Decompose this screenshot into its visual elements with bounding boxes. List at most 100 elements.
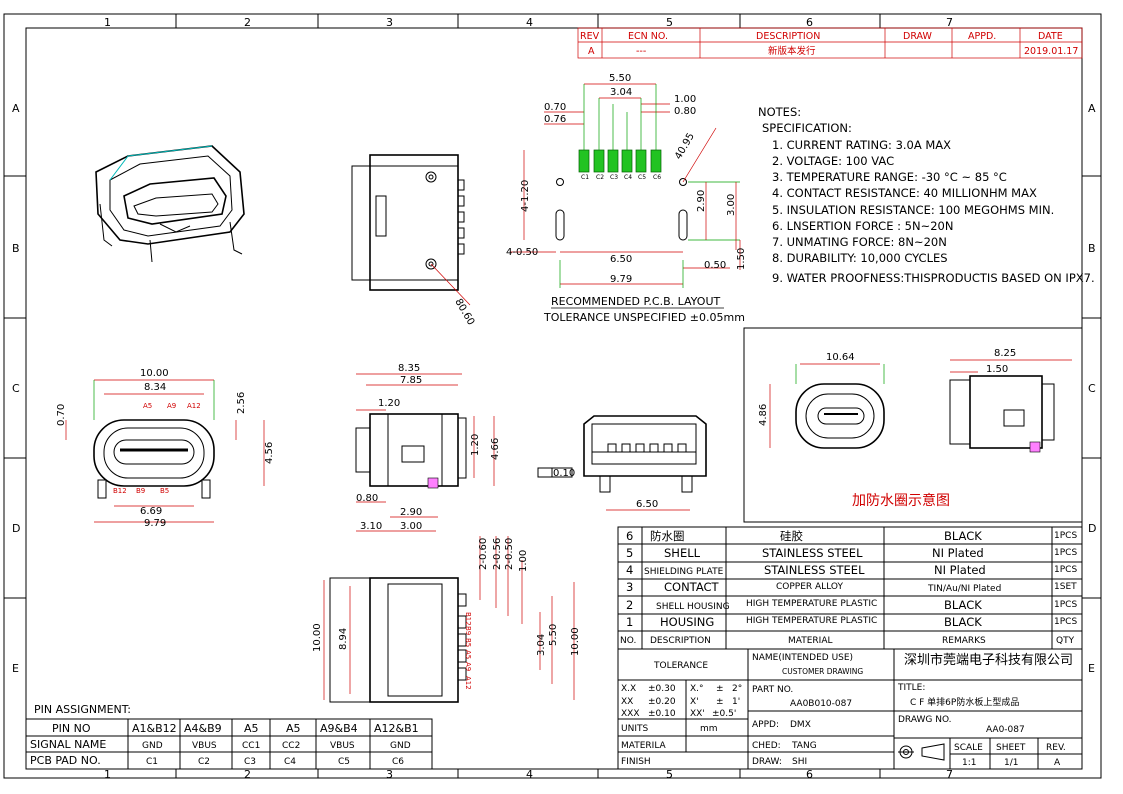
bom-r2-qty: 1PCS bbox=[1054, 565, 1077, 575]
pa-r2-c0: PCB PAD NO. bbox=[30, 754, 101, 767]
tb-tol-r0-c: X.° bbox=[690, 684, 704, 694]
pcb-dim-5-50: 5.50 bbox=[609, 73, 631, 84]
zone-row-C: C bbox=[12, 382, 20, 395]
pcb-dim-0-50: 0.50 bbox=[704, 260, 726, 271]
bom-r2-desc: SHIELDING PLATE bbox=[644, 567, 724, 577]
bom-r5-no: 1 bbox=[626, 615, 633, 629]
tb-part-no: AA0B010-087 bbox=[790, 699, 852, 709]
bom-r3-rem: TIN/Au/NI Plated bbox=[927, 584, 1001, 594]
bom-r4-mat: HIGH TEMPERATURE PLASTIC bbox=[746, 599, 877, 609]
notes-title: NOTES: bbox=[758, 105, 801, 119]
tb-finish: FINISH bbox=[621, 757, 651, 767]
bom-hdr-mat: MATERIAL bbox=[788, 636, 833, 646]
pin-assignment-title: PIN ASSIGNMENT: bbox=[34, 703, 131, 716]
bom-r3-no: 3 bbox=[626, 580, 633, 594]
tb-customer: CUSTOMER DRAWING bbox=[782, 667, 863, 676]
tb-tol-r0-d: ± bbox=[716, 684, 724, 694]
title-block: TOLERANCE NAME(INTENDED USE) CUSTOMER DR… bbox=[617, 648, 1083, 770]
tb-name-label: NAME(INTENDED USE) bbox=[752, 653, 853, 663]
tb-drawg-no-label: DRAWG NO. bbox=[898, 715, 952, 725]
wp-dim-10-64: 10.64 bbox=[826, 352, 855, 363]
bom-r4-desc: SHELL HOUSING bbox=[656, 602, 730, 612]
tb-tol-r1-d: ± bbox=[716, 697, 724, 707]
bv-dim-5-50: 5.50 bbox=[548, 624, 559, 646]
zone-col-5: 5 bbox=[666, 16, 673, 29]
tb-scale-label: SCALE bbox=[954, 743, 983, 753]
bom-r5-rem: BLACK bbox=[944, 615, 982, 629]
tb-scale: 1:1 bbox=[962, 758, 976, 768]
tb-rev-label: REV. bbox=[1046, 743, 1066, 753]
tb-tol-r2-d: ±0.5' bbox=[712, 709, 736, 719]
zone-col-2b: 2 bbox=[244, 768, 251, 781]
bv-pin-b12: B12 bbox=[464, 612, 472, 626]
mv-dim-8-35: 8.35 bbox=[398, 363, 420, 374]
pin-assignment: PIN ASSIGNMENT: PIN NO A1&B12 A4&B9 A5 A… bbox=[25, 703, 433, 770]
pa-r1-c6: GND bbox=[390, 741, 411, 751]
mv-dim-1-20a: 1.20 bbox=[378, 398, 400, 409]
zone-col-1b: 1 bbox=[104, 768, 111, 781]
bom-r4-rem: BLACK bbox=[944, 598, 982, 612]
bom-r2-rem: NI Plated bbox=[934, 563, 986, 577]
bom-r1-rem: NI Plated bbox=[932, 546, 984, 560]
pa-r0-c5: A9&B4 bbox=[320, 722, 358, 735]
pcb-dim-4-1-20: 4-1.20 bbox=[520, 180, 531, 212]
pa-r0-c1: A1&B12 bbox=[132, 722, 177, 735]
rev-value: A bbox=[588, 46, 595, 57]
tb-tol-r1-a: XX bbox=[621, 697, 633, 707]
tb-ched-label: CHED: bbox=[752, 741, 781, 751]
revision-table: REV ECN NO. DESCRIPTION DRAW APPD. DATE … bbox=[577, 27, 1083, 59]
zone-row-A: A bbox=[12, 102, 20, 115]
pcb-dim-1-50: 1.50 bbox=[736, 248, 747, 270]
pcb-dim-3-00: 3.00 bbox=[726, 194, 737, 216]
ecn-header: ECN NO. bbox=[628, 31, 668, 42]
fv-dim-8-34: 8.34 bbox=[144, 382, 166, 393]
note-3: 3. TEMPERATURE RANGE: -30 °C ~ 85 °C bbox=[772, 170, 1007, 184]
date-header: DATE bbox=[1038, 31, 1063, 42]
pin-b12: B12 bbox=[113, 487, 127, 495]
zone-row-B-r: B bbox=[1088, 242, 1096, 255]
wp-dim-8-25: 8.25 bbox=[994, 348, 1016, 359]
tb-draw-label: DRAW: bbox=[752, 757, 782, 767]
isometric-view bbox=[95, 145, 245, 263]
bom-r1-no: 5 bbox=[626, 546, 633, 560]
pad-c3: C3 bbox=[610, 174, 618, 181]
zone-col-7: 7 bbox=[946, 16, 953, 29]
tb-part-no-label: PART NO. bbox=[752, 685, 793, 695]
zone-ticks bbox=[4, 14, 1101, 778]
bom-r2-no: 4 bbox=[626, 563, 633, 577]
pa-r0-c6: A12&B1 bbox=[374, 722, 419, 735]
zone-col-3: 3 bbox=[386, 16, 393, 29]
pcb-dim-0-80: 0.80 bbox=[674, 106, 696, 117]
pa-r1-c0: SIGNAL NAME bbox=[30, 738, 106, 751]
pcb-layout: C1 C2 C3 C4 C5 C6 5.50 bbox=[506, 73, 747, 324]
zone-col-6: 6 bbox=[806, 16, 813, 29]
tb-tol-r1-b: ±0.20 bbox=[648, 697, 676, 707]
pa-r2-c3: C3 bbox=[244, 757, 256, 767]
bom-r0-desc: 防水圈 bbox=[650, 529, 685, 543]
middle-side-view: 8.35 7.85 1.20 1.20 4.66 0.80 2.90 3.10 … bbox=[355, 363, 501, 532]
pa-r1-c4: CC2 bbox=[282, 741, 300, 751]
pcb-dim-1-00: 1.00 bbox=[674, 94, 696, 105]
bv-dim-2-0-50: 2-0.50 bbox=[504, 538, 515, 570]
tb-rev: A bbox=[1054, 758, 1061, 768]
tb-tol-r2-b: ±0.10 bbox=[648, 709, 676, 719]
right-view: 0.10 6.50 bbox=[537, 415, 707, 511]
pa-r2-c2: C2 bbox=[198, 757, 210, 767]
pa-r1-c3: CC1 bbox=[242, 741, 260, 751]
pcb-caption-2: TOLERANCE UNSPECIFIED ±0.05mm bbox=[543, 311, 745, 324]
tb-tol-r0-b: ±0.30 bbox=[648, 684, 676, 694]
desc-header: DESCRIPTION bbox=[756, 31, 820, 42]
bv-dim-3-04: 3.04 bbox=[536, 634, 547, 656]
zone-col-7b: 7 bbox=[946, 768, 953, 781]
side-view-top: 80.60 bbox=[351, 154, 476, 327]
desc-value: 新版本发行 bbox=[768, 45, 816, 57]
tb-tol-r0-a: X.X bbox=[621, 684, 636, 694]
mv-dim-2-90: 2.90 bbox=[400, 507, 422, 518]
note-1: 1. CURRENT RATING: 3.0A MAX bbox=[772, 138, 951, 152]
fv-dim-10-00: 10.00 bbox=[140, 368, 169, 379]
zone-col-4b: 4 bbox=[526, 768, 533, 781]
zone-col-5b: 5 bbox=[666, 768, 673, 781]
pa-r1-c2: VBUS bbox=[192, 741, 217, 751]
tb-ched-value: TANG bbox=[791, 741, 817, 751]
